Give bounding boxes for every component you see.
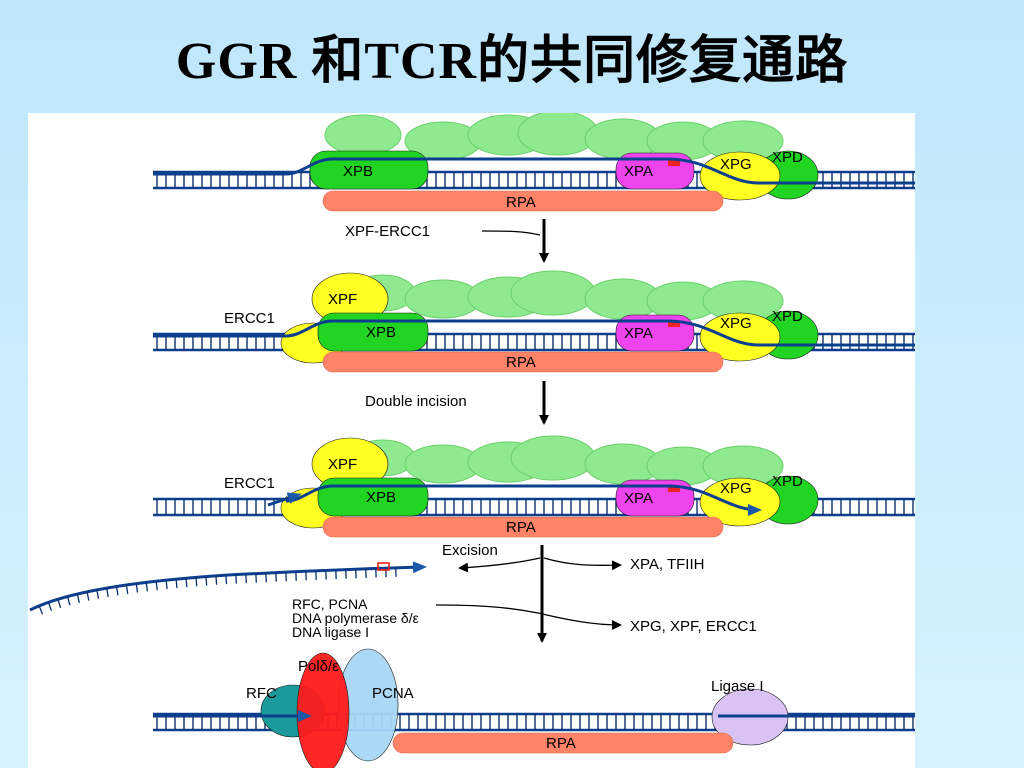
stage-3-double-incision: XPF ERCC1 XPB XPA XPG XPD RPA	[153, 435, 915, 538]
xpg-protein	[699, 151, 781, 201]
label-ercc1: ERCC1	[224, 475, 275, 492]
label-rpa: RPA	[506, 519, 536, 536]
rpa-protein	[322, 516, 724, 538]
released-factors-2: XPG, XPF, ERCC1	[630, 618, 757, 635]
stage-4-gap-filling: Polδ/ε RFC PCNA Ligase I RPA	[153, 648, 915, 768]
diagram-panel: XPB XPA XPG XPD RPA XPF-ERCC1 XPF	[28, 113, 915, 768]
label-xpg: XPG	[720, 480, 752, 497]
synthesis-factor-1: RFC, PCNA	[292, 596, 368, 612]
label-pold: Polδ/ε	[298, 658, 339, 675]
label-xpd: XPD	[772, 473, 803, 490]
lesion-marker	[668, 160, 680, 166]
label-xpg: XPG	[720, 156, 752, 173]
incision-arrow-5prime	[267, 492, 302, 507]
synthesis-factor-3: DNA ligase I	[292, 624, 369, 640]
label-rpa: RPA	[506, 194, 536, 211]
rpa-protein	[322, 351, 724, 373]
step-label-3: Excision	[442, 542, 498, 559]
step-arrow-1: XPF-ERCC1	[345, 219, 549, 263]
label-xpa: XPA	[624, 325, 653, 342]
damaged-strand	[153, 157, 915, 185]
tfiih-subunits	[324, 113, 784, 162]
lesion-marker	[377, 562, 390, 571]
lesion-marker	[668, 486, 680, 492]
pold-protein	[296, 652, 350, 768]
label-xpa: XPA	[624, 490, 653, 507]
slide-title: GGR 和TCR的共同修复通路	[175, 33, 849, 90]
label-xpd: XPD	[772, 149, 803, 166]
ner-pathway-diagram: XPB XPA XPG XPD RPA XPF-ERCC1 XPF	[29, 113, 915, 768]
label-xpb: XPB	[343, 163, 373, 180]
label-xpg: XPG	[720, 315, 752, 332]
xpg-protein	[699, 312, 781, 362]
excised-strand	[285, 484, 762, 516]
rpa-protein	[322, 190, 724, 212]
label-xpf: XPF	[328, 291, 357, 308]
label-pcna: PCNA	[372, 685, 414, 702]
rpa-protein	[392, 732, 734, 754]
synthesis-factor-2: DNA polymerase δ/ε	[292, 610, 419, 626]
stage-1-open-complex: XPB XPA XPG XPD RPA	[153, 113, 915, 212]
label-rpa: RPA	[546, 735, 576, 752]
label-rpa: RPA	[506, 354, 536, 371]
label-ligase: Ligase I	[711, 678, 764, 695]
label-xpb: XPB	[366, 489, 396, 506]
damaged-strand	[153, 319, 915, 347]
lesion-marker	[668, 321, 680, 327]
label-xpa: XPA	[624, 163, 653, 180]
label-rfc: RFC	[246, 685, 277, 702]
step-label-1: XPF-ERCC1	[345, 223, 430, 240]
step-label-2: Double incision	[365, 393, 467, 410]
excised-oligonucleotide	[29, 561, 427, 615]
stage-2-xpf-recruited: XPF ERCC1 XPB XPA XPG XPD RPA	[153, 270, 915, 373]
label-xpd: XPD	[772, 308, 803, 325]
label-ercc1: ERCC1	[224, 310, 275, 327]
label-xpf: XPF	[328, 456, 357, 473]
released-factors-1: XPA, TFIIH	[630, 556, 704, 573]
step-arrow-2: Double incision	[365, 381, 549, 425]
label-xpb: XPB	[366, 324, 396, 341]
excision-step: Excision XPA, TFIIH XPG, XPF, ERCC1 RFC,…	[292, 542, 757, 643]
